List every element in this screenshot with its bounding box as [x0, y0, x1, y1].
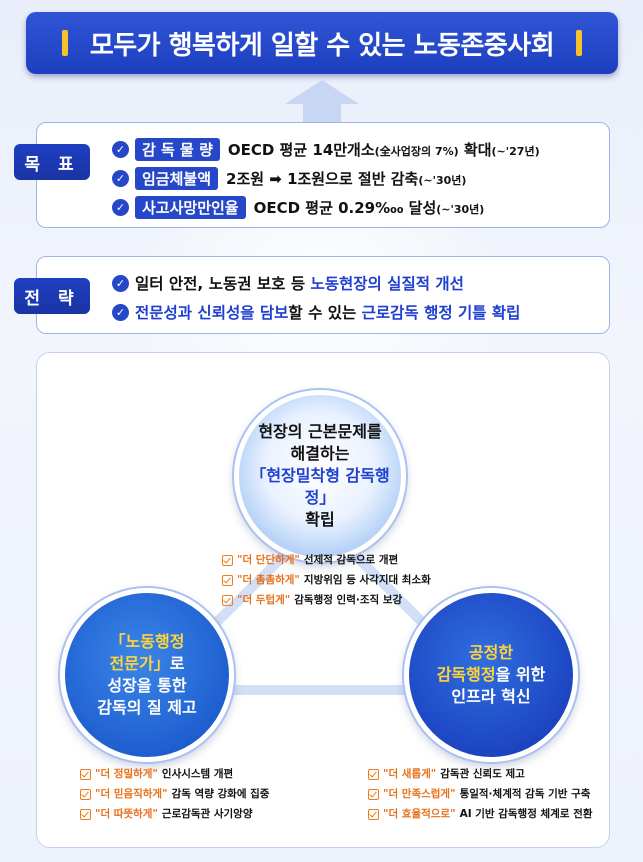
check-icon	[80, 768, 91, 780]
check-icon: ✓	[112, 199, 129, 216]
check-icon	[368, 808, 379, 820]
check-icon	[222, 554, 233, 566]
page-title: 모두가 행복하게 일할 수 있는 노동존중사회	[89, 30, 555, 61]
check-icon	[80, 788, 91, 800]
title-left-mark	[62, 30, 68, 56]
check-icon: ✓	[112, 141, 129, 158]
strategy-text: 전문성과 신뢰성을 담보할 수 있는 근로감독 행정 기틀 확립	[135, 304, 521, 322]
check-icon	[222, 594, 233, 606]
check-icon	[222, 574, 233, 586]
strategy-row-2: ✓ 전문성과 신뢰성을 담보할 수 있는 근로감독 행정 기틀 확립	[112, 301, 520, 323]
goal-row-3: ✓ 사고사망만인율 OECD 평균 0.29‱ 달성(~'30년)	[112, 196, 484, 219]
goal-tag: 목 표	[14, 144, 90, 180]
check-icon: ✓	[112, 170, 129, 187]
check-icon: ✓	[112, 274, 129, 292]
list-item: "더 두텁게"감독행정 인력·조직 보강	[222, 590, 431, 610]
goal-text: OECD 평균 14만개소(全사업장의 7%) 확대(~'27년)	[227, 141, 540, 159]
right-item-list: "더 새롭게"감독관 신뢰도 제고 "더 만족스럽게"통일적·체계적 감독 기반…	[368, 764, 592, 824]
list-item: "더 새롭게"감독관 신뢰도 제고	[368, 764, 592, 784]
strategy-tag: 전 략	[14, 278, 90, 314]
list-item: "더 따뜻하게"근로감독관 사기앙양	[80, 804, 269, 824]
check-icon	[368, 788, 379, 800]
goal-label: 감 독 물 량	[135, 138, 220, 161]
goal-text: 2조원 ➡ 1조원으로 절반 감축(~'30년)	[226, 170, 467, 188]
circle-field-supervision: 현장의 근본문제를 해결하는 「현장밀착형 감독행정」 확립	[234, 390, 406, 562]
goal-text: OECD 평균 0.29‱ 달성(~'30년)	[253, 199, 485, 217]
goal-label: 임금체불액	[135, 167, 219, 190]
goal-row-1: ✓ 감 독 물 량 OECD 평균 14만개소(全사업장의 7%) 확대(~'2…	[112, 138, 540, 161]
title-banner: 모두가 행복하게 일할 수 있는 노동존중사회	[26, 12, 618, 74]
check-icon	[80, 808, 91, 820]
title-right-mark	[576, 30, 582, 56]
goal-label: 사고사망만인율	[135, 196, 246, 219]
strategy-panel	[36, 256, 610, 334]
circle-infra-innovation: 공정한 감독행정을 위한 인프라 혁신	[404, 588, 578, 762]
list-item: "더 단단하게"선제적 감독으로 개편	[222, 550, 431, 570]
check-icon: ✓	[112, 303, 129, 321]
left-item-list: "더 정밀하게"인사시스템 개편 "더 믿음직하게"감독 역량 강화에 집중 "…	[80, 764, 269, 824]
list-item: "더 효율적으로"AI 기반 감독행정 체계로 전환	[368, 804, 592, 824]
list-item: "더 만족스럽게"통일적·체계적 감독 기반 구축	[368, 784, 592, 804]
goal-panel	[36, 122, 610, 228]
goal-row-2: ✓ 임금체불액 2조원 ➡ 1조원으로 절반 감축(~'30년)	[112, 167, 466, 190]
list-item: "더 촘촘하게"지방위임 등 사각지대 최소화	[222, 570, 431, 590]
check-icon	[368, 768, 379, 780]
list-item: "더 정밀하게"인사시스템 개편	[80, 764, 269, 784]
strategy-row-1: ✓ 일터 안전, 노동권 보호 등 노동현장의 실질적 개선	[112, 272, 464, 294]
up-arrow-icon	[285, 80, 359, 126]
center-item-list: "더 단단하게"선제적 감독으로 개편 "더 촘촘하게"지방위임 등 사각지대 …	[222, 550, 431, 610]
strategy-text: 일터 안전, 노동권 보호 등 노동현장의 실질적 개선	[135, 275, 464, 293]
circle-expert-growth: 「노동행정 전문가」로 성장을 통한 감독의 질 제고	[60, 588, 234, 762]
list-item: "더 믿음직하게"감독 역량 강화에 집중	[80, 784, 269, 804]
